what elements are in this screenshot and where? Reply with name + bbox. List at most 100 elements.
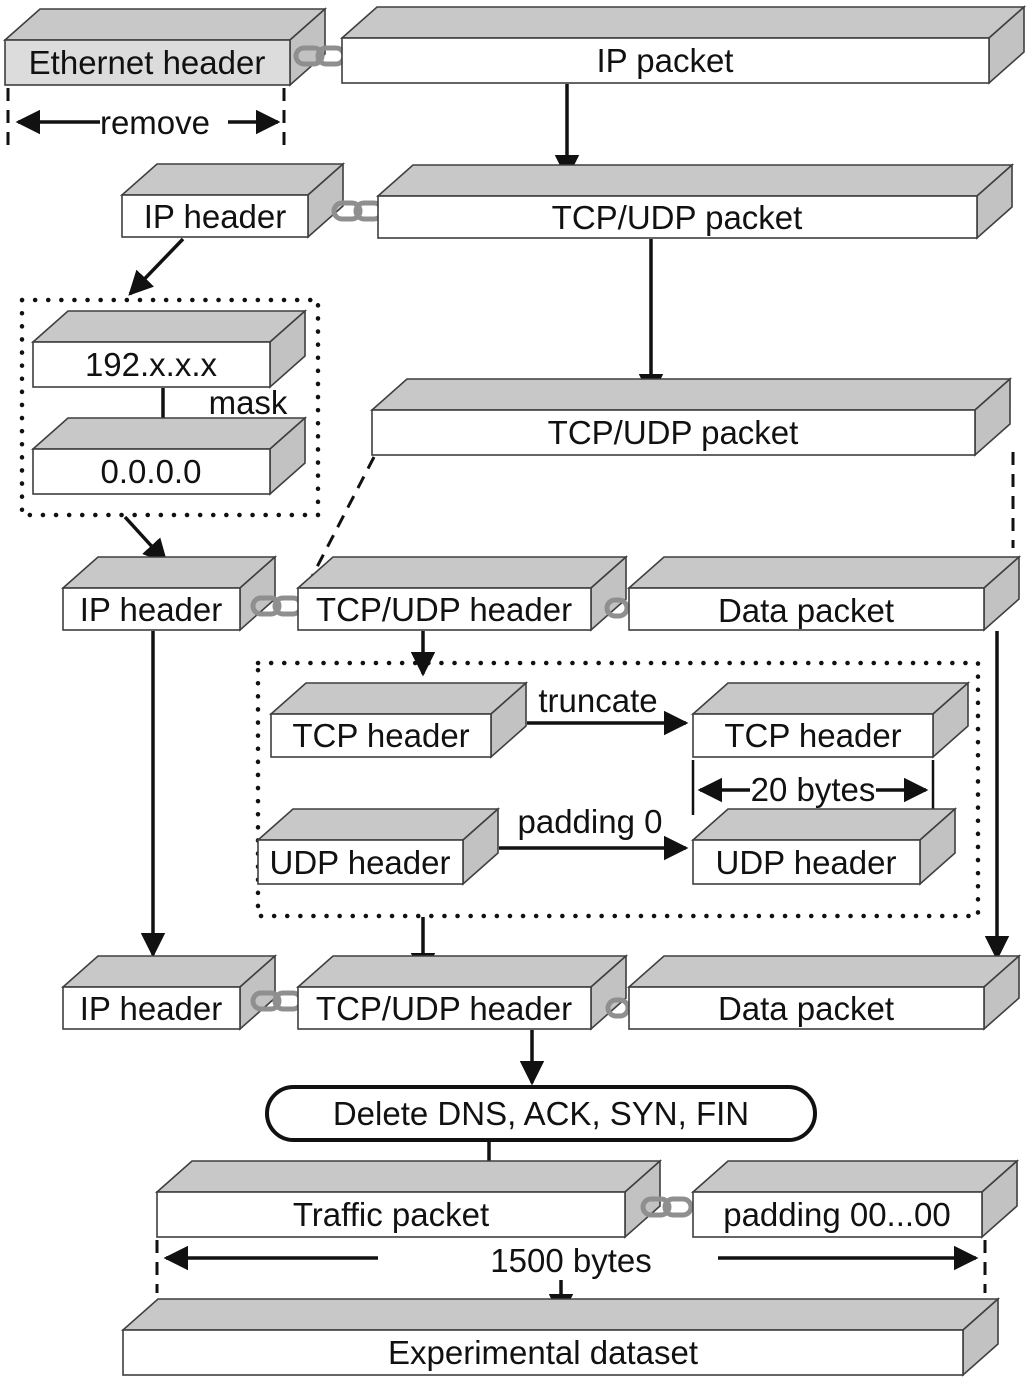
box-label: padding 00...00 bbox=[723, 1196, 951, 1233]
box-front-face bbox=[270, 713, 492, 758]
box-label: Experimental dataset bbox=[388, 1334, 698, 1371]
truncate-region-border bbox=[255, 660, 981, 919]
truncate-label: truncate bbox=[538, 682, 657, 719]
delete-filter-label: Delete DNS, ACK, SYN, FIN bbox=[333, 1095, 749, 1132]
twenty-bytes-annotation: 20 bytes bbox=[691, 760, 935, 815]
box-front-face bbox=[257, 839, 464, 885]
box-tcp-header-right: TCP header bbox=[690, 681, 971, 759]
box-label: TCP header bbox=[292, 717, 469, 754]
box-label: Traffic packet bbox=[293, 1196, 489, 1233]
box-top-face bbox=[626, 955, 1022, 988]
box-top-face bbox=[30, 310, 308, 343]
packet-size-label: 1500 bytes bbox=[490, 1242, 651, 1279]
box-label: TCP/UDP packet bbox=[552, 199, 803, 236]
box-top-face bbox=[60, 556, 278, 589]
box-experimental-dataset: Experimental dataset bbox=[120, 1297, 1001, 1377]
box-front-face bbox=[121, 194, 309, 238]
box-top-face bbox=[339, 6, 1027, 39]
box-data-packet-1: Data packet bbox=[626, 555, 1022, 632]
box-tcpudp-packet-1: TCP/UDP packet bbox=[375, 163, 1015, 240]
box-front-face bbox=[341, 37, 990, 84]
padding-zero-label: padding 0 bbox=[518, 803, 663, 840]
remove-annotation: remove bbox=[6, 88, 286, 150]
box-front-face bbox=[628, 986, 985, 1030]
box-data-packet-2: Data packet bbox=[626, 954, 1022, 1031]
packet-size-annotation: 1500 bytes bbox=[155, 1240, 987, 1293]
box-front-face bbox=[297, 587, 592, 631]
box-top-face bbox=[268, 682, 529, 715]
box-ip-0000: 0.0.0.0 bbox=[30, 416, 308, 496]
box-ip-header-3: IP header bbox=[60, 954, 278, 1031]
box-front-face bbox=[156, 1191, 626, 1238]
box-traffic-packet: Traffic packet bbox=[154, 1159, 663, 1239]
box-top-face bbox=[255, 808, 501, 841]
box-label: IP header bbox=[80, 591, 223, 628]
flow-arrow bbox=[128, 237, 185, 296]
box-label: TCP/UDP header bbox=[316, 990, 572, 1027]
chain-link-icon bbox=[331, 200, 385, 222]
chain-link-icon bbox=[604, 597, 630, 619]
box-front-face bbox=[297, 986, 592, 1030]
box-front-face bbox=[371, 409, 976, 456]
remove-label: remove bbox=[100, 104, 210, 141]
box-padding-packet: padding 00...00 bbox=[690, 1159, 1020, 1239]
box-top-face bbox=[690, 1160, 1020, 1193]
box-udp-header-right: UDP header bbox=[690, 807, 958, 886]
box-label: UDP header bbox=[715, 844, 896, 881]
box-top-face bbox=[369, 378, 1013, 411]
box-front-face bbox=[122, 1329, 964, 1376]
mask-label: mask bbox=[209, 384, 288, 421]
box-label: IP header bbox=[80, 990, 223, 1027]
box-top-face bbox=[30, 417, 308, 450]
box-top-face bbox=[120, 1298, 1001, 1331]
box-ip-header-1: IP header bbox=[119, 162, 346, 239]
box-ip-header-2: IP header bbox=[60, 555, 278, 632]
box-top-face bbox=[690, 808, 958, 841]
box-label: 192.x.x.x bbox=[85, 346, 218, 383]
box-tcpudp-header-1: TCP/UDP header bbox=[295, 555, 629, 632]
box-udp-header-left: UDP header bbox=[255, 807, 501, 886]
box-top-face bbox=[626, 556, 1022, 589]
delete-filter-pill: Delete DNS, ACK, SYN, FIN bbox=[265, 1085, 817, 1142]
flow-arrow bbox=[123, 515, 168, 564]
box-ip-192: 192.x.x.x bbox=[30, 309, 308, 389]
box-top-face bbox=[119, 163, 346, 196]
box-tcpudp-packet-2: TCP/UDP packet bbox=[369, 377, 1013, 457]
box-label: Ethernet header bbox=[29, 44, 266, 81]
box-front-face bbox=[32, 341, 271, 388]
box-label: TCP header bbox=[724, 717, 901, 754]
box-top-face bbox=[60, 955, 278, 988]
split-dashed-line bbox=[301, 456, 376, 595]
box-front-face bbox=[692, 713, 934, 758]
box-front-face bbox=[62, 986, 241, 1030]
box-front-face bbox=[377, 195, 978, 239]
pill-outline bbox=[265, 1085, 817, 1142]
box-top-face bbox=[295, 556, 629, 589]
box-tcp-header-left: TCP header bbox=[268, 681, 529, 759]
box-top-face bbox=[2, 8, 328, 41]
box-label: TCP/UDP header bbox=[316, 591, 572, 628]
box-front-face bbox=[692, 1191, 983, 1238]
box-label: 0.0.0.0 bbox=[101, 453, 202, 490]
box-top-face bbox=[295, 955, 629, 988]
box-label: Data packet bbox=[718, 592, 894, 629]
chain-link-icon bbox=[605, 997, 631, 1019]
box-tcpudp-header-2: TCP/UDP header bbox=[295, 954, 629, 1031]
box-label: TCP/UDP packet bbox=[548, 414, 799, 451]
box-label: IP packet bbox=[597, 42, 734, 79]
box-ethernet-header: Ethernet header bbox=[2, 7, 328, 87]
box-top-face bbox=[690, 682, 971, 715]
box-front-face bbox=[4, 39, 291, 86]
box-front-face bbox=[692, 839, 921, 885]
chain-link-icon bbox=[640, 1196, 694, 1218]
box-front-face bbox=[62, 587, 241, 631]
box-label: IP header bbox=[144, 198, 287, 235]
twenty-bytes-label: 20 bytes bbox=[751, 771, 876, 808]
box-label: UDP header bbox=[269, 844, 450, 881]
box-top-face bbox=[154, 1160, 663, 1193]
box-front-face bbox=[628, 587, 985, 631]
box-top-face bbox=[375, 164, 1015, 197]
box-label: Data packet bbox=[718, 990, 894, 1027]
